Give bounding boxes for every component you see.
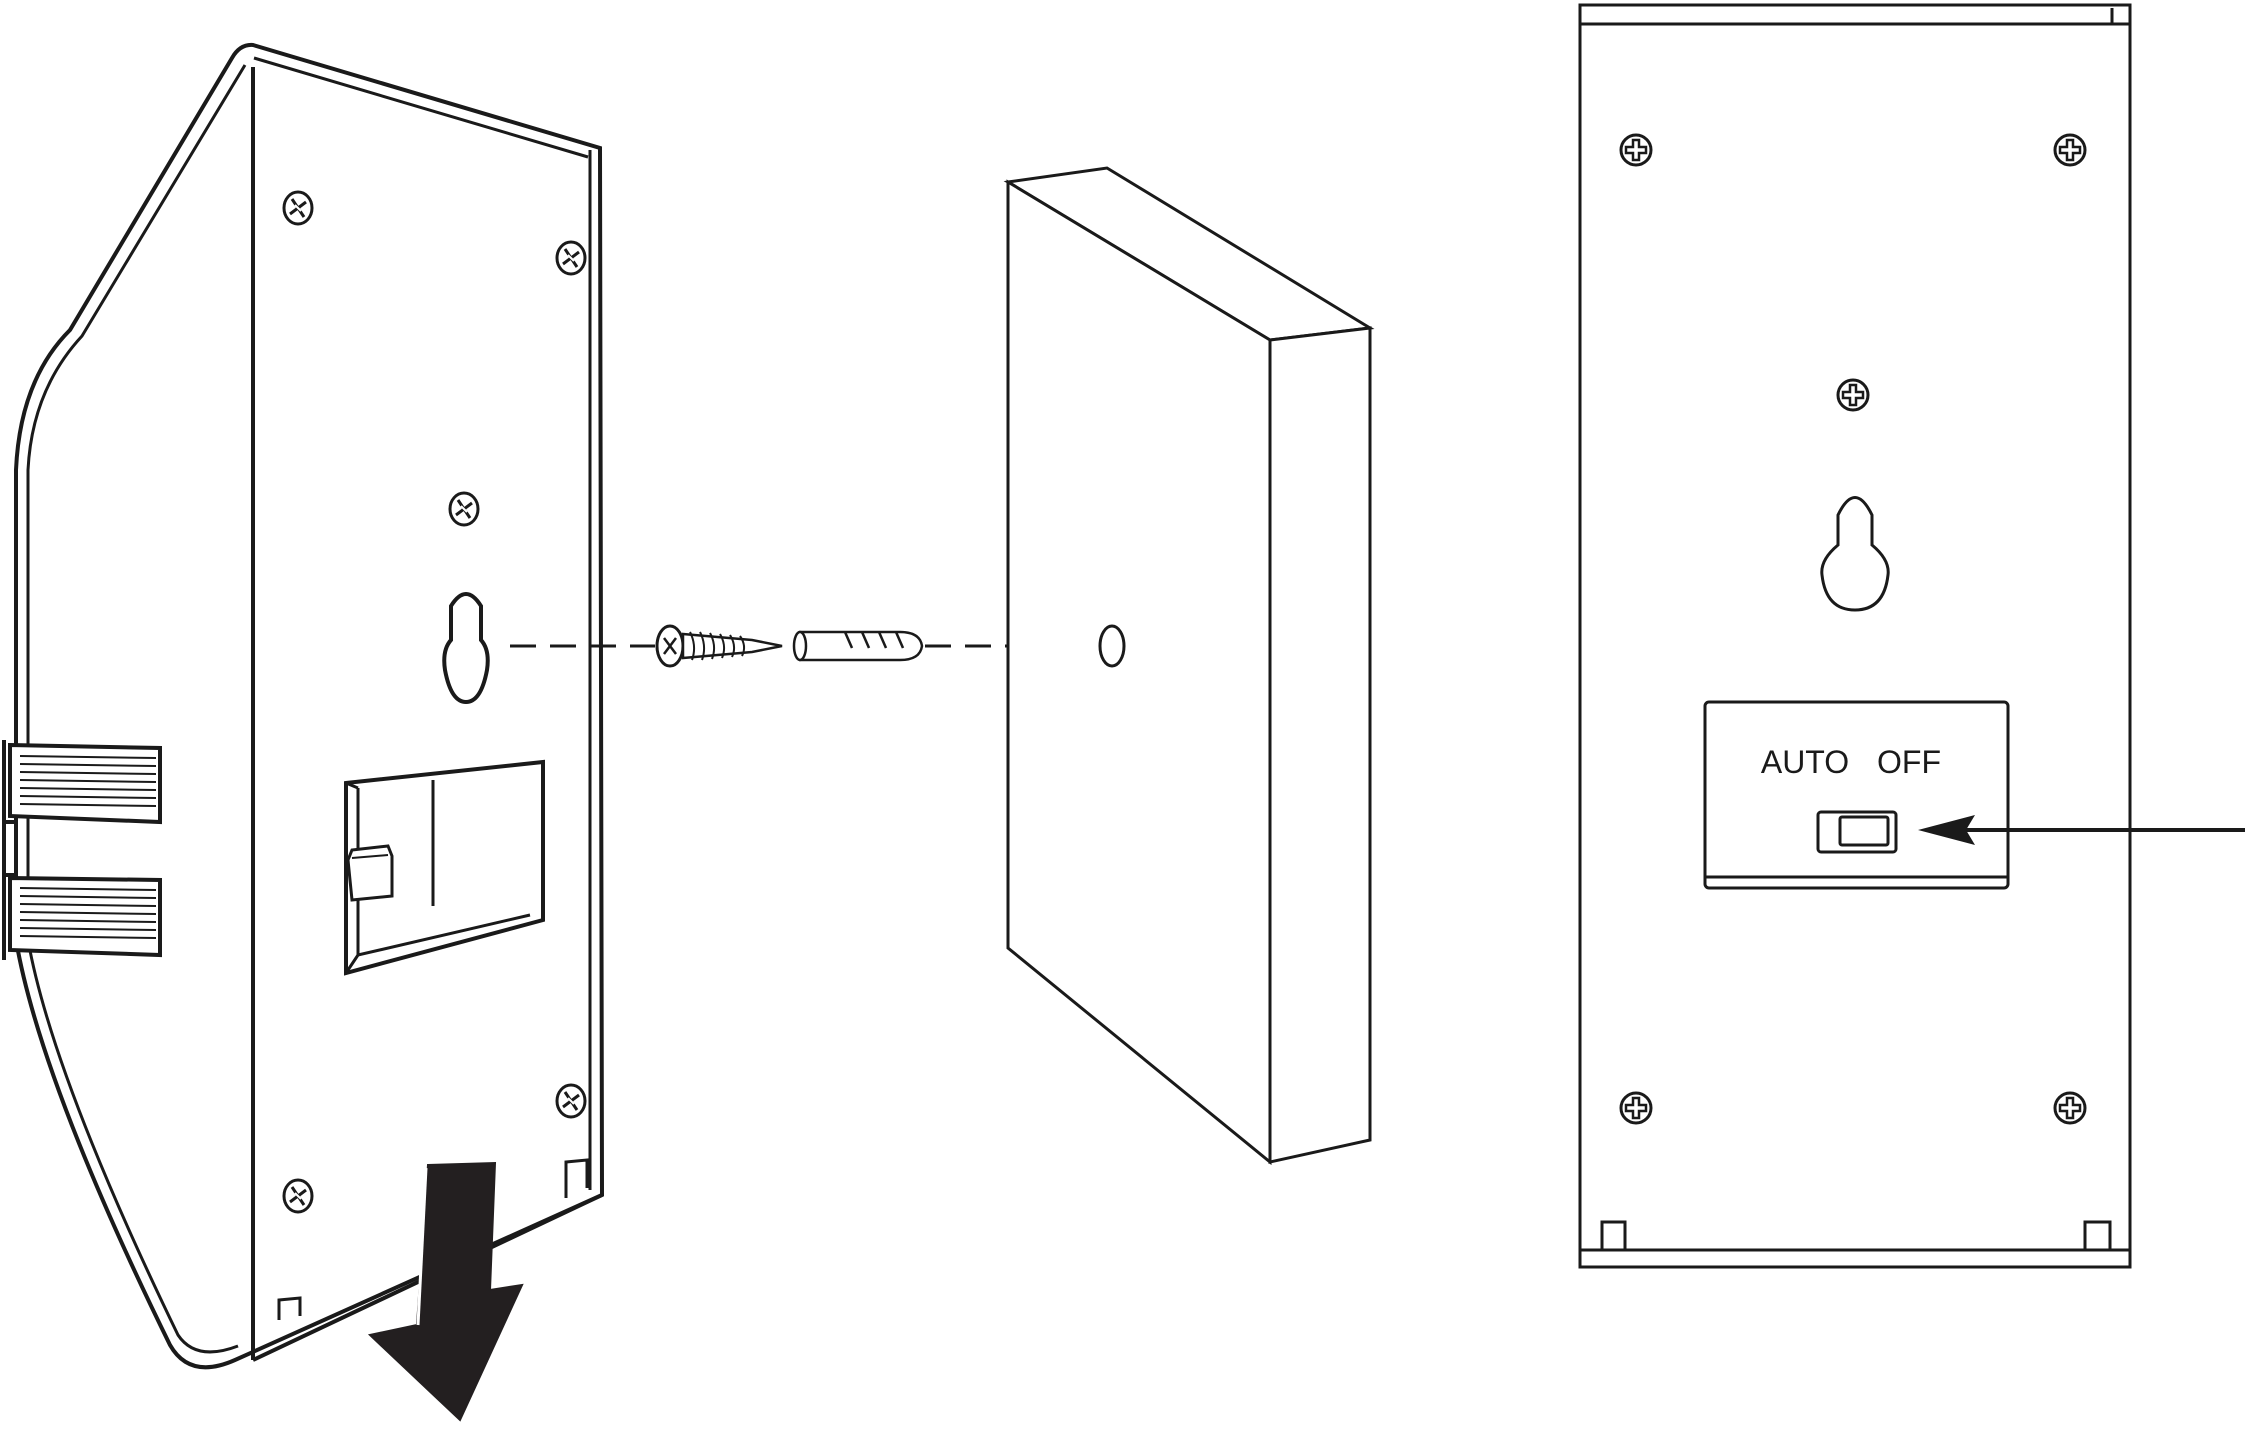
keyhole-slot-icon: [442, 592, 490, 705]
device-body-outline: [14, 42, 605, 1370]
device-body-inner-edge: [26, 56, 589, 1354]
phillips-screw-icon: [555, 240, 587, 276]
keyhole-slot-icon: [1820, 496, 1890, 612]
right-device-rear-view: AUTO OFF: [1578, 3, 2132, 1269]
switch-compartment-perspective: [344, 759, 545, 976]
left-device-perspective: [2, 42, 605, 1422]
down-arrow-icon: [367, 1161, 524, 1422]
switch-label-auto: AUTO: [1761, 744, 1849, 780]
phillips-screw-icon: [2053, 1091, 2087, 1125]
wall-plug-icon: [792, 630, 924, 662]
wall-block: [1003, 166, 1375, 1166]
pointer-arrow-icon: [1918, 815, 2245, 845]
switch-panel: AUTO OFF: [1703, 700, 2010, 890]
phillips-screw-icon: [282, 1178, 314, 1214]
phillips-screw-icon: [282, 190, 314, 226]
phillips-screw-icon: [2053, 133, 2087, 167]
phillips-screw-icon: [448, 491, 480, 527]
auto-off-slide-switch[interactable]: [1816, 810, 1898, 854]
wood-screw-icon: [655, 624, 783, 668]
side-clip-upper: [8, 742, 162, 825]
phillips-screw-icon: [1619, 1091, 1653, 1125]
side-clip-lower: [8, 875, 162, 958]
switch-label-off: OFF: [1877, 744, 1941, 780]
phillips-screw-icon: [1836, 378, 1870, 412]
phillips-screw-icon: [1619, 133, 1653, 167]
phillips-screw-icon: [555, 1083, 587, 1119]
device-rear-outline: [1578, 3, 2132, 1269]
